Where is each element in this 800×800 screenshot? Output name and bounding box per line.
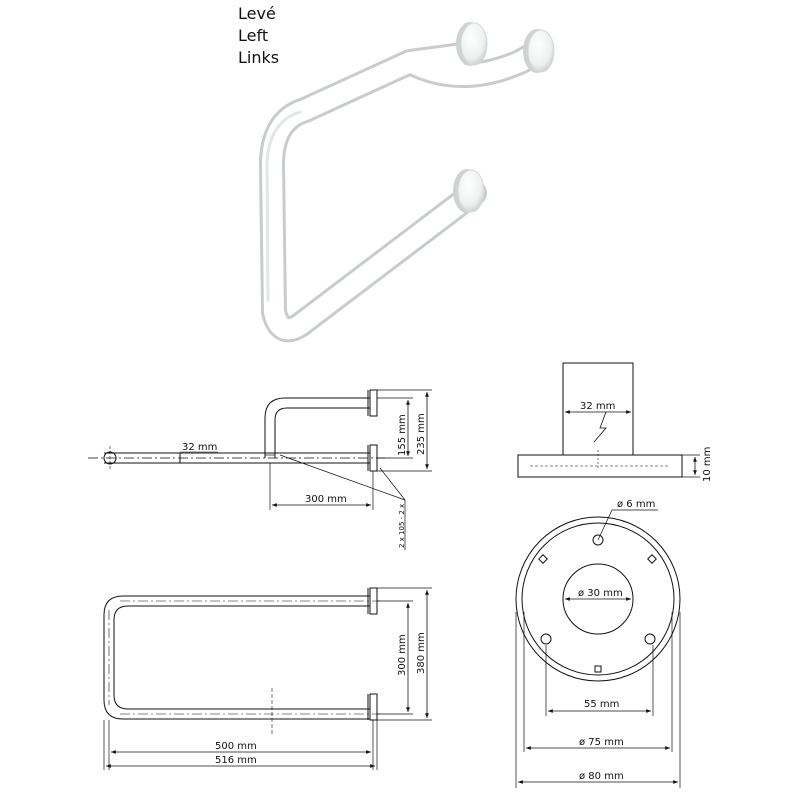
grab-bar-render bbox=[259, 22, 555, 343]
side-depth-dim: 300 mm bbox=[305, 494, 347, 505]
flange-hole-left bbox=[540, 633, 552, 645]
side-upper-tube bbox=[264, 397, 370, 458]
flange-plate-circle bbox=[521, 522, 675, 676]
render-flange-top-right bbox=[523, 29, 555, 73]
label-german: Links bbox=[238, 48, 280, 67]
top-height-outer-dim: 380 mm bbox=[416, 632, 427, 674]
flange-side-plate bbox=[517, 454, 683, 478]
label-czech: Levé bbox=[238, 4, 276, 23]
flange-outer-dim: ø 80 mm bbox=[579, 771, 624, 782]
flange-outer-circle bbox=[515, 516, 681, 682]
flange-hole-dim: ø 6 mm bbox=[617, 499, 655, 510]
side-flange-top bbox=[369, 389, 378, 417]
render-flange-top-left bbox=[456, 22, 488, 66]
render-tube-highlight bbox=[265, 110, 302, 302]
side-screws-dim: 2 x 105 - 2 x bbox=[398, 504, 406, 548]
side-tube-dim: 32 mm bbox=[182, 442, 217, 453]
top-tube-outer bbox=[103, 595, 370, 720]
side-view bbox=[88, 389, 432, 550]
top-flange-bottom bbox=[369, 693, 378, 721]
flange-side-tube-dim: 32 mm bbox=[580, 401, 615, 412]
top-length-inner-dim: 500 mm bbox=[215, 741, 257, 752]
flange-hole-top bbox=[592, 534, 604, 546]
top-view bbox=[103, 587, 432, 770]
side-height-inner-dim: 155 mm bbox=[397, 414, 408, 456]
flange-inner-circle bbox=[562, 563, 634, 635]
flange-side-view bbox=[517, 362, 700, 478]
side-height-outer-dim: 235 mm bbox=[416, 413, 427, 455]
flange-hole-right bbox=[644, 633, 656, 645]
top-tube-inner bbox=[113, 605, 370, 710]
flange-plate-dim: ø 75 mm bbox=[579, 737, 624, 748]
flange-side-thickness-dim: 10 mm bbox=[702, 447, 713, 482]
label-english: Left bbox=[238, 26, 269, 45]
top-height-inner-dim: 300 mm bbox=[397, 634, 408, 676]
flange-inner-dim: ø 30 mm bbox=[578, 588, 623, 599]
render-flange-bottom bbox=[453, 169, 485, 213]
top-length-outer-dim: 516 mm bbox=[215, 755, 257, 766]
flange-front-view bbox=[515, 509, 681, 788]
render-tube-shadow bbox=[259, 39, 551, 343]
flange-spacing-dim: 55 mm bbox=[584, 699, 619, 710]
